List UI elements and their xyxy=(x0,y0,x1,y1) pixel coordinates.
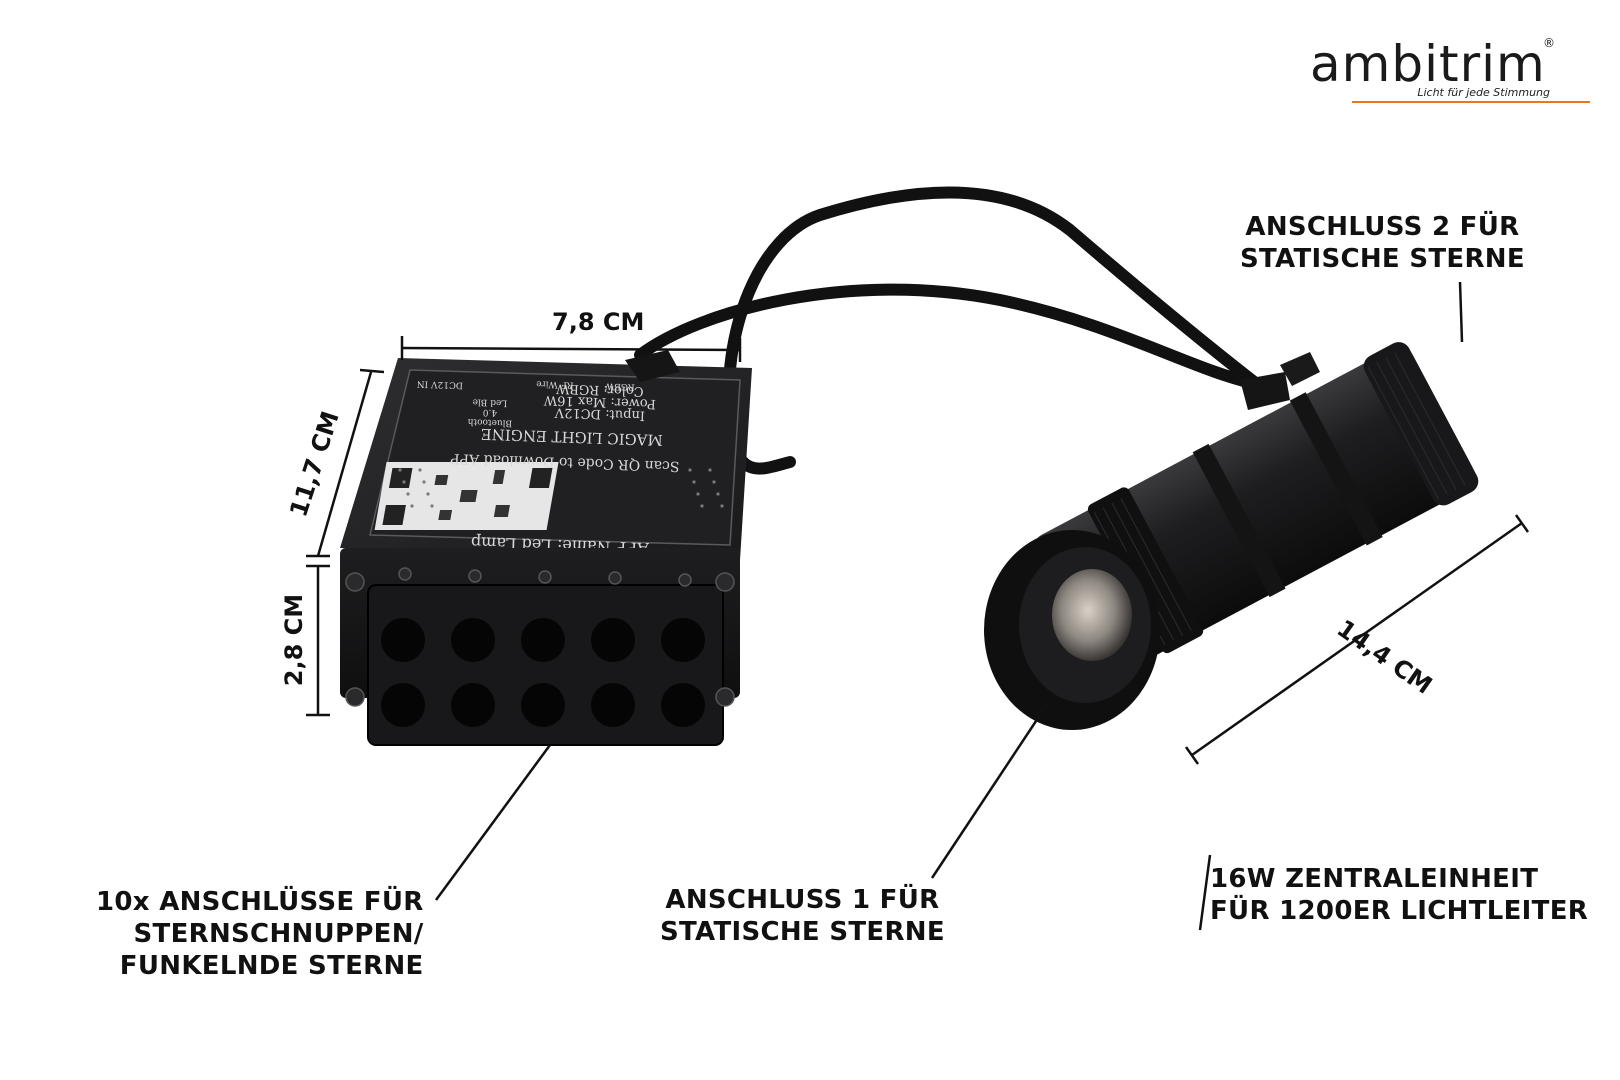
plate-scan-text: Scan QR Code to Download APP xyxy=(450,450,680,474)
dim-height-label: 2,8 CM xyxy=(280,593,309,687)
callout-lines xyxy=(434,281,1464,931)
unit-line: FÜR 1200ER LICHTLEITER xyxy=(1210,896,1589,926)
fiber-port xyxy=(521,618,565,662)
port-two-label: ANSCHLUSS 2 FÜR STATISCHE STERNE xyxy=(1240,211,1525,275)
fiber-port xyxy=(521,683,565,727)
port-two-line: STATISCHE STERNE xyxy=(1240,244,1525,274)
unit-label: 16W ZENTRALEINHEIT FÜR 1200ER LICHTLEITE… xyxy=(1210,863,1588,927)
dimension-lines xyxy=(306,336,1530,765)
qr-code xyxy=(374,462,559,530)
registered-mark: ® xyxy=(1543,36,1555,50)
fiber-port xyxy=(661,618,705,662)
shooting-ports-label: 10x ANSCHLÜSSE FÜR STERNSCHNUPPEN/ FUNKE… xyxy=(96,886,424,982)
lens xyxy=(1052,569,1132,661)
port-two-line: ANSCHLUSS 2 FÜR xyxy=(1245,212,1520,242)
brand-name: ambitrim xyxy=(1310,35,1546,93)
port-one-line: ANSCHLUSS 1 FÜR xyxy=(665,885,940,915)
plate-cell: Bluetooth xyxy=(467,416,512,428)
plate-power: Power: Max 16W xyxy=(543,392,656,411)
plate-color: Color: RGBW xyxy=(555,380,644,398)
shooting-ports-line: STERNSCHNUPPEN/ xyxy=(133,919,424,949)
plate-cell: Led Ble xyxy=(472,396,507,407)
port-one-label: ANSCHLUSS 1 FÜR STATISCHE STERNE xyxy=(660,884,945,948)
fiber-port xyxy=(451,618,495,662)
shooting-ports-line: FUNKELNDE STERNE xyxy=(119,951,424,981)
plate-cell: DC12V IN xyxy=(416,378,463,390)
brand-tagline: Licht für jede Stimmung xyxy=(1417,86,1550,99)
brand-logo: ambitrim ® Licht für jede Stimmung xyxy=(1310,36,1590,106)
vent-holes xyxy=(398,468,724,508)
plate-cell: 4.0 xyxy=(482,407,497,418)
dim-width-label: 7,8 CM xyxy=(552,308,645,336)
fiber-port xyxy=(661,683,705,727)
port-one-line: STATISCHE STERNE xyxy=(660,917,945,947)
fiber-port xyxy=(381,683,425,727)
fiber-port xyxy=(451,683,495,727)
plate-cell: RF Wire xyxy=(536,378,574,389)
controller-cable-gland xyxy=(625,350,680,382)
cable-connector xyxy=(1240,372,1290,410)
shooting-ports-line: 10x ANSCHLÜSSE FÜR xyxy=(96,887,424,917)
screws xyxy=(345,567,735,707)
port-two-connector xyxy=(1280,352,1320,386)
brand-underline xyxy=(1352,101,1590,103)
fiber-ports xyxy=(381,618,705,727)
plate-cell: RGBW xyxy=(604,380,635,391)
fiber-port xyxy=(381,618,425,662)
unit-line: 16W ZENTRALEINHEIT xyxy=(1210,864,1539,894)
fiber-port xyxy=(591,618,635,662)
fiber-port xyxy=(591,683,635,727)
plate-input: Input: DC12V xyxy=(554,404,645,422)
